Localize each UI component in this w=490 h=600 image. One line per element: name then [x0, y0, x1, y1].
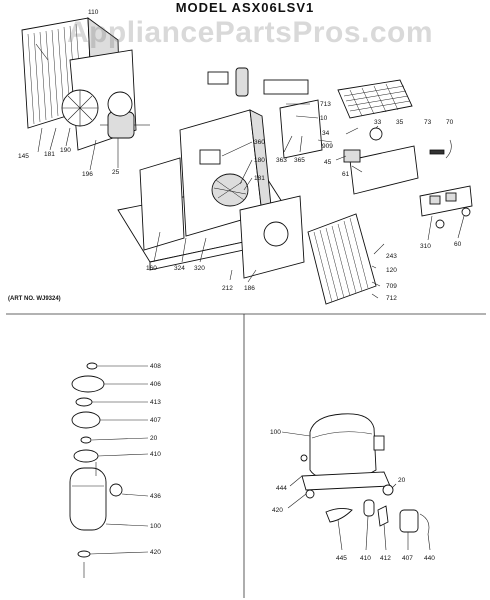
label-10: 10	[320, 115, 328, 122]
insulator-445	[325, 507, 353, 523]
selector-switch	[343, 149, 361, 163]
label-45: 45	[324, 159, 332, 166]
label-709: 709	[386, 283, 397, 290]
label-365: 365	[294, 157, 305, 164]
label-181a: 181	[44, 151, 55, 158]
rotary-compressor	[300, 413, 391, 491]
label-196: 196	[82, 171, 93, 178]
label-444: 444	[276, 485, 287, 492]
label-20a: 20	[150, 435, 158, 442]
clip-410	[363, 499, 375, 517]
leader-lines-right	[281, 431, 431, 551]
label-360: 360	[254, 139, 265, 146]
retainer-440	[419, 513, 430, 535]
label-34: 34	[322, 130, 330, 137]
label-61: 61	[342, 171, 350, 178]
label-712: 712	[386, 295, 397, 302]
label-181b: 181	[254, 175, 265, 182]
thermostat-knob	[369, 127, 383, 141]
label-186: 186	[244, 285, 255, 292]
label-436: 436	[150, 493, 161, 500]
diagram-title: MODEL ASX06LSV1	[175, 0, 315, 15]
part-labels-right: 100 444 420 20 445 410 412 407 440	[270, 429, 435, 562]
control-knob-a	[435, 219, 445, 229]
label-413: 413	[150, 399, 161, 406]
chassis-base	[117, 109, 301, 271]
evaporator-coil	[307, 213, 377, 305]
sensor-wire	[445, 139, 452, 159]
mount-grommet	[305, 489, 315, 499]
thermostat-sensor	[429, 149, 445, 155]
label-100b: 100	[270, 429, 281, 436]
part-labels-left: 408 406 413 407 20 410 436 100 420	[150, 363, 161, 556]
label-73: 73	[424, 119, 432, 126]
label-324: 324	[174, 265, 185, 272]
compressor-stack	[69, 362, 123, 578]
label-410a: 410	[150, 451, 161, 458]
label-20b: 20	[398, 477, 406, 484]
leader-lines-top	[35, 43, 465, 299]
label-713: 713	[320, 101, 331, 108]
label-243: 243	[386, 253, 397, 260]
blower-wheel-small	[107, 91, 133, 117]
label-60: 60	[454, 241, 462, 248]
control-panel	[349, 145, 419, 195]
label-445: 445	[336, 555, 347, 562]
label-408: 408	[150, 363, 161, 370]
label-363: 363	[276, 157, 287, 164]
terminal-cover-407	[399, 509, 419, 533]
capacitor	[235, 67, 249, 97]
art-number: (ART NO. WJ9324)	[8, 296, 61, 302]
label-320: 320	[194, 265, 205, 272]
blower-wheel	[211, 173, 249, 207]
label-120: 120	[386, 267, 397, 274]
label-420b: 420	[272, 507, 283, 514]
label-407a: 407	[150, 417, 161, 424]
label-33: 33	[374, 119, 382, 126]
label-110: 110	[88, 9, 99, 16]
label-412: 412	[380, 555, 391, 562]
label-145: 145	[18, 153, 29, 160]
label-35: 35	[396, 119, 404, 126]
filter-grille	[337, 79, 413, 119]
label-310: 310	[420, 243, 431, 250]
label-160: 160	[146, 265, 157, 272]
label-100a: 100	[150, 523, 161, 530]
control-bracket	[263, 79, 309, 95]
label-190: 190	[60, 147, 71, 154]
control-knob-b	[461, 207, 471, 217]
overload-412	[377, 505, 389, 527]
label-406: 406	[150, 381, 161, 388]
control-faceplate	[419, 185, 473, 217]
label-180: 180	[254, 157, 265, 164]
label-407b: 407	[402, 555, 413, 562]
label-212: 212	[222, 285, 233, 292]
label-420a: 420	[150, 549, 161, 556]
leader-lines-left	[89, 365, 149, 555]
label-25: 25	[112, 169, 120, 176]
label-410b: 410	[360, 555, 371, 562]
cover-box	[279, 99, 323, 159]
label-440: 440	[424, 555, 435, 562]
label-909: 909	[322, 143, 333, 150]
part-labels-top: 110 145 181 190 196 25 713 10 34 33 35 7…	[18, 9, 462, 302]
nut-20	[382, 484, 394, 496]
capacitor-bracket	[207, 71, 229, 85]
label-70: 70	[446, 119, 454, 126]
